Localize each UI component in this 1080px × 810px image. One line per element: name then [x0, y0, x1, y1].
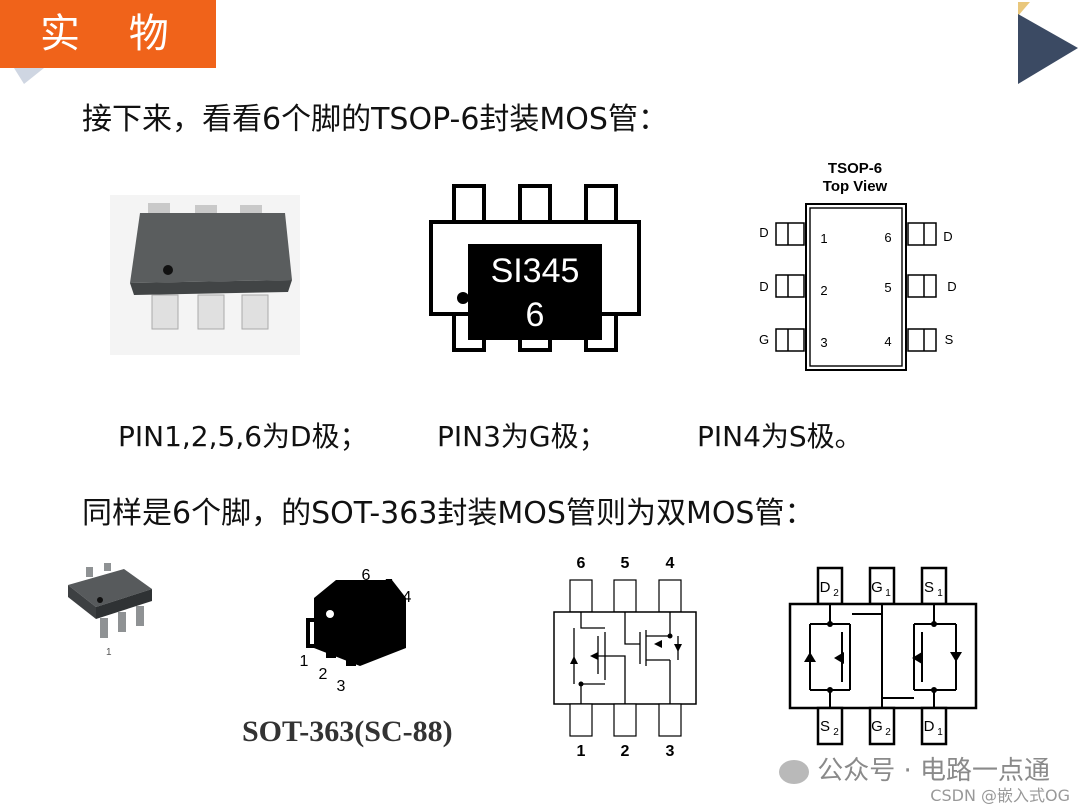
pin-number: 2 — [319, 666, 328, 683]
pin-number: 5 — [621, 555, 630, 572]
tsop-heading: 接下来，看看6个脚的TSOP-6封装MOS管： — [82, 102, 668, 137]
watermark-text: 公众号 · 电路一点通 — [817, 756, 1050, 786]
wechat-icon — [779, 759, 810, 784]
pin-name-subscript: 2 — [833, 588, 839, 599]
pin-name: S — [820, 718, 830, 735]
si3456-package-drawing: SI345 6 — [429, 184, 641, 352]
pin-number: 2 — [621, 743, 630, 760]
pin-name: D — [924, 718, 935, 735]
pin-g-description: PIN3为G极； — [437, 420, 607, 453]
diagram-subtitle: Top View — [823, 178, 888, 195]
pin-letter: D — [759, 225, 768, 240]
pin-name-subscript: 1 — [937, 727, 943, 738]
dual-mos-schematic: 6 5 4 1 2 3 — [553, 555, 697, 760]
pin-letter: D — [947, 279, 956, 294]
pin-number: 3 — [337, 678, 346, 695]
wechat-watermark: 公众号 · 电路一点通 — [779, 750, 1050, 787]
sot363-caption: SOT-363(SC-88) — [242, 715, 453, 748]
pin-number: 1 — [300, 653, 309, 670]
sot363-heading: 同样是6个脚，的SOT-363封装MOS管则为双MOS管： — [82, 496, 815, 531]
pin-letter: G — [759, 332, 769, 347]
pin-letter: D — [759, 279, 768, 294]
pin-number: 4 — [403, 589, 412, 606]
title-corner-decoration — [14, 68, 44, 84]
pin-name: D — [820, 579, 831, 596]
pin-number: 1 — [577, 743, 586, 760]
pin-number: 1 — [820, 231, 827, 246]
sot363-chip-photo: 1 — [68, 563, 152, 658]
pin-name-subscript: 1 — [937, 588, 943, 599]
sot363-package-drawing: 6 5 4 1 2 3 — [300, 567, 412, 695]
pin1-mark: 1 — [106, 647, 112, 658]
pin-number: 6 — [577, 555, 586, 572]
dual-mos-package-diagram: D 2 G 1 S 1 S 2 G 2 D 1 — [788, 566, 978, 746]
pin-number: 6 — [362, 567, 371, 584]
pin-number: 3 — [820, 335, 827, 350]
tsop6-chip-photo — [110, 195, 300, 355]
diagram-title: TSOP-6 — [828, 160, 882, 177]
pin-name: G — [871, 718, 883, 735]
pin-letter: D — [943, 229, 952, 244]
tsop6-top-view-diagram: TSOP-6 Top View D D G 1 2 3 6 5 4 D D S — [759, 160, 957, 371]
chip-marking-line2: 6 — [526, 296, 545, 334]
pin-number: 4 — [884, 334, 891, 349]
pin-number: 5 — [884, 280, 891, 295]
pin-letter: S — [945, 332, 954, 347]
pin-d-description: PIN1,2,5,6为D极； — [118, 420, 368, 453]
pin-name-subscript: 1 — [885, 588, 891, 599]
pin-number: 6 — [884, 230, 891, 245]
chip-marking-line1: SI345 — [491, 252, 580, 290]
next-slide-arrow-icon[interactable] — [1014, 2, 1080, 86]
pin-name: S — [924, 579, 934, 596]
slide-title: 实 物 — [0, 0, 216, 68]
pin-number: 2 — [820, 283, 827, 298]
pin-name-subscript: 2 — [833, 727, 839, 738]
pin-number: 5 — [385, 577, 394, 594]
pin-s-description: PIN4为S极。 — [697, 420, 863, 453]
csdn-watermark: CSDN @嵌入式OG — [930, 786, 1070, 805]
pin-name: G — [871, 579, 883, 596]
pin-number: 3 — [666, 743, 675, 760]
pin-number: 4 — [666, 555, 675, 572]
pin-name-subscript: 2 — [885, 727, 891, 738]
